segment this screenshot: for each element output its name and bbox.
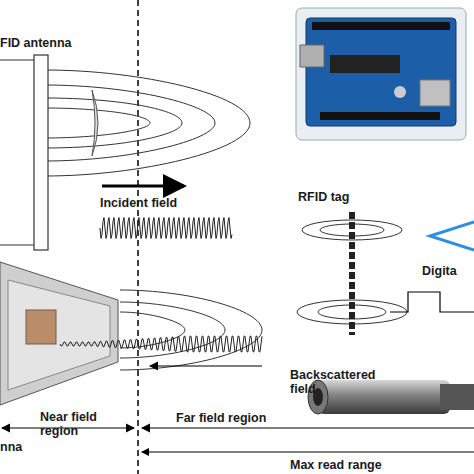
far-field-arrow — [142, 427, 474, 428]
incident-wave — [100, 218, 232, 239]
region-label: Near field region — [40, 410, 120, 438]
wave-label: Backscattered field — [290, 368, 400, 396]
field-lines — [45, 70, 250, 176]
region-divider — [137, 0, 139, 474]
antenna-lens — [92, 90, 98, 156]
incident-arrow — [102, 185, 184, 188]
backscatter-arrow — [150, 365, 262, 366]
rfid-tag — [349, 212, 355, 335]
antenna-label: FID antenna — [0, 36, 110, 50]
arduino-board — [296, 8, 466, 140]
digital-pulse — [390, 292, 474, 312]
antenna-element — [34, 55, 48, 250]
wave-label: Incident field — [100, 196, 230, 210]
tag-label: RFID tag — [298, 190, 378, 204]
cylinder-sensor — [308, 380, 474, 414]
range-label: Max read range — [290, 458, 420, 472]
output-label: Digita — [422, 264, 474, 278]
field-lines-bottom — [120, 290, 262, 370]
antenna-label: nna — [0, 440, 40, 454]
horn-antenna — [0, 262, 118, 405]
sensor-shape — [430, 222, 474, 250]
range-arrow — [142, 452, 474, 453]
backscatter-wave — [60, 336, 262, 352]
region-label: Far field region — [176, 411, 326, 425]
